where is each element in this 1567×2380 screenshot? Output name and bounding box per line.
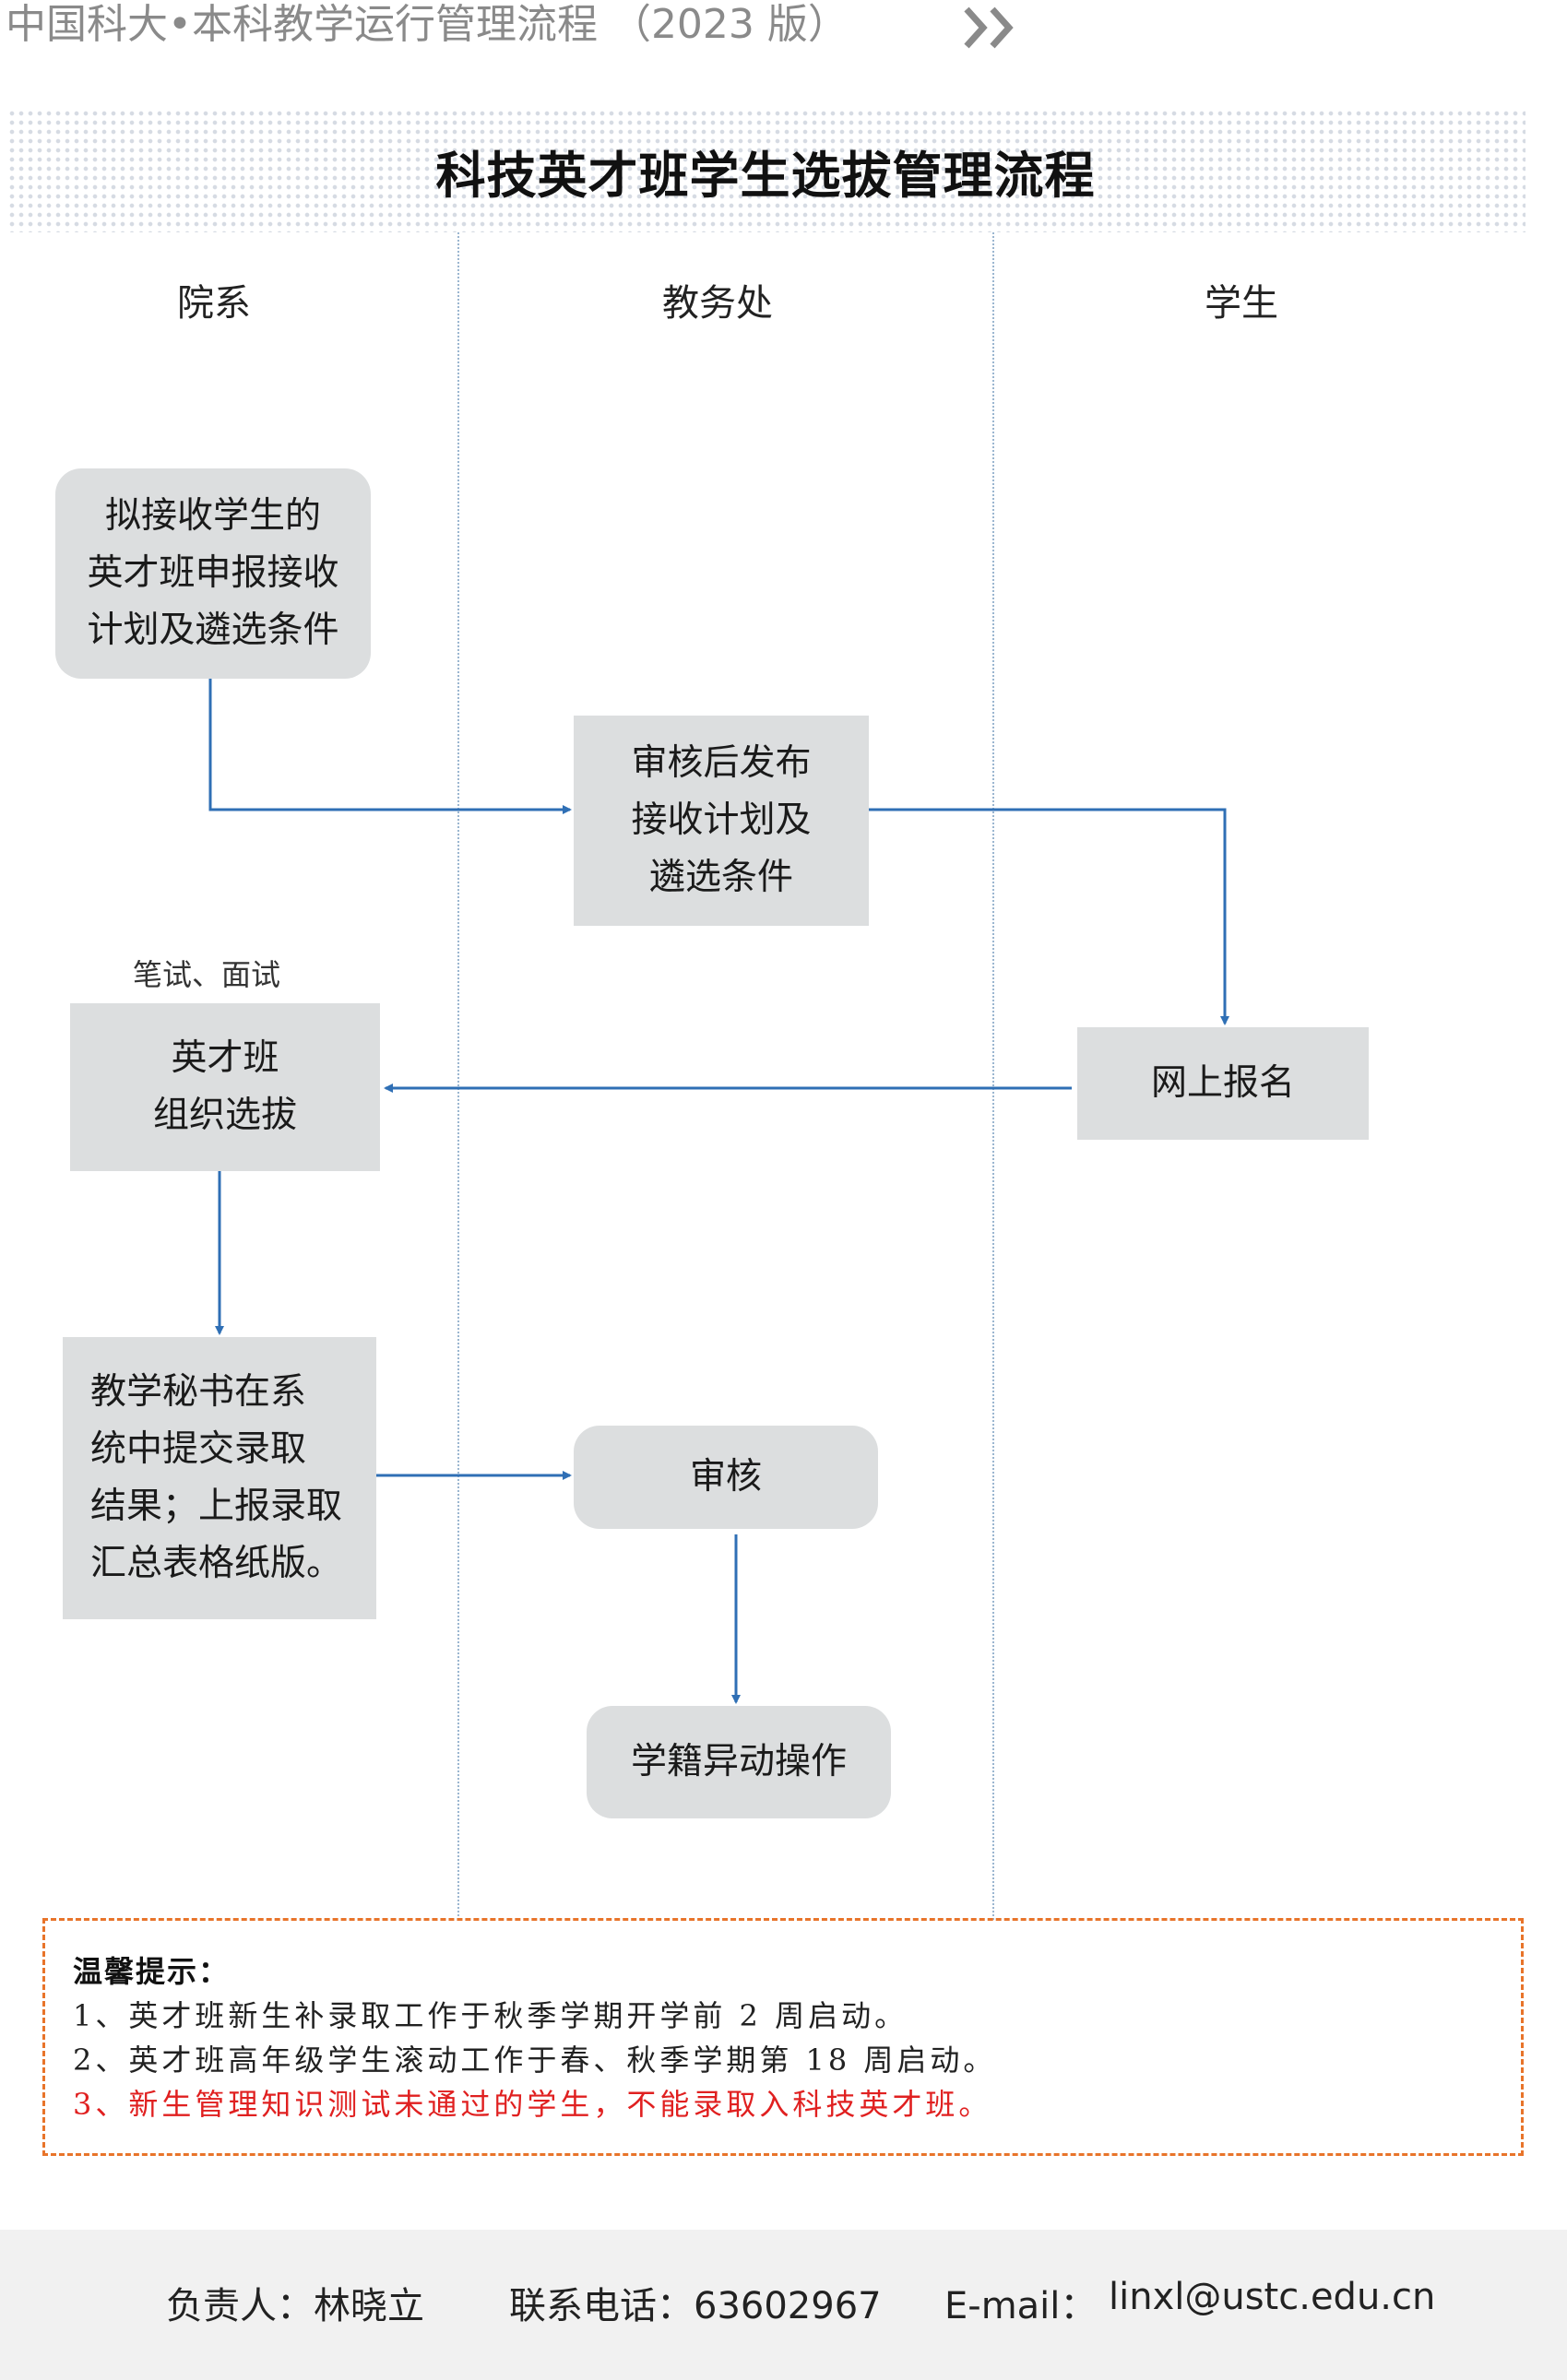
footer-person: 负责人：林晓立 (166, 2285, 424, 2327)
arrow-plan-to-publish (208, 679, 572, 814)
footer-email-label: E-mail： (944, 2285, 1098, 2327)
arrow-publish-to-register (869, 808, 1229, 1025)
node-organize-selection: 英才班 组织选拔 (70, 1003, 380, 1171)
node-publish-plan: 审核后发布 接收计划及 遴选条件 (574, 716, 869, 926)
header-title: 中国科大•本科教学运行管理流程 （2023 版） (6, 1, 849, 48)
lane-header-academic-office: 教务处 (662, 282, 773, 325)
node-submit-results: 教学秘书在系 统中提交录取 结果；上报录取 汇总表格纸版。 (63, 1337, 376, 1619)
lane-header-department: 院系 (177, 282, 251, 325)
tips-heading: 温馨提示： (73, 1954, 231, 1989)
node-review: 审核 (574, 1426, 878, 1529)
node-status-change: 学籍异动操作 (587, 1706, 891, 1818)
footer (0, 2230, 1567, 2380)
lane-divider-2 (992, 232, 994, 1920)
lane-divider-1 (457, 232, 459, 1920)
footer-phone: 联系电话：63602967 (509, 2285, 882, 2327)
title-band (7, 109, 1525, 232)
tip-item-3: 3、新生管理知识测试未通过的学生，不能录取入科技英才班。 (73, 2087, 992, 2122)
tip-item-1: 1、英才班新生补录取工作于秋季学期开学前 2 周启动。 (73, 1998, 908, 2033)
node-plan-submission: 拟接收学生的 英才班申报接收 计划及遴选条件 (55, 468, 371, 679)
note-written-interview: 笔试、面试 (133, 957, 281, 992)
double-chevron-right-icon (964, 6, 1014, 49)
lane-header-student: 学生 (1205, 282, 1278, 325)
node-online-registration: 网上报名 (1077, 1027, 1369, 1140)
footer-email-link[interactable]: linxl@ustc.edu.cn (1109, 2276, 1436, 2318)
tip-item-2: 2、英才班高年级学生滚动工作于春、秋季学期第 18 周启动。 (73, 2043, 997, 2078)
diagram-title: 科技英才班学生选拔管理流程 (435, 147, 1096, 205)
tips-box: 温馨提示： 1、英才班新生补录取工作于秋季学期开学前 2 周启动。 2、英才班高… (42, 1918, 1524, 2156)
